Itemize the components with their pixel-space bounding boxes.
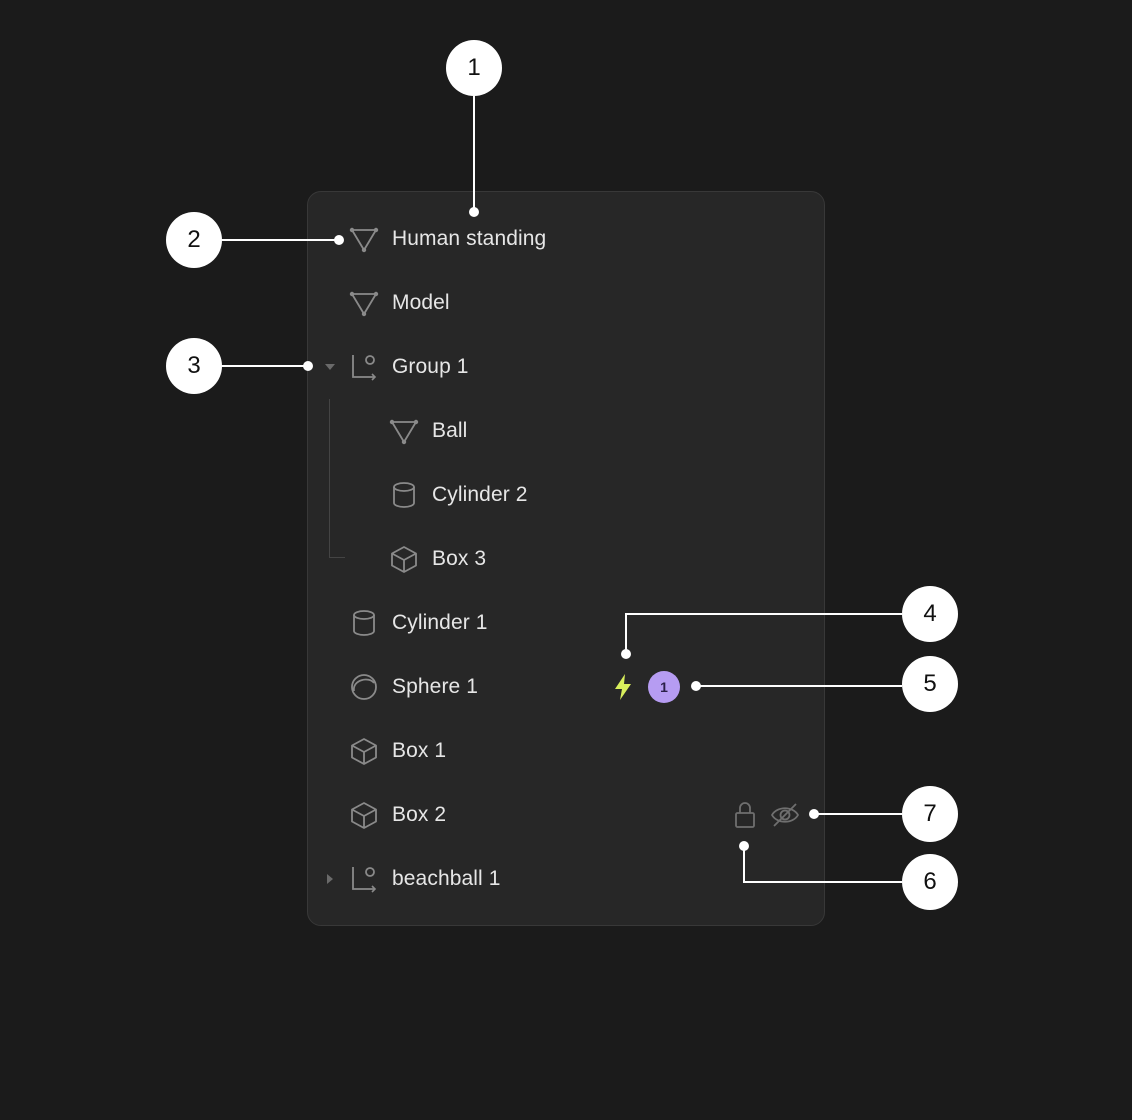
tree-item-label: Box 3 (432, 547, 487, 570)
eye-off-icon[interactable] (768, 799, 802, 831)
cylinder-icon (388, 479, 420, 511)
callout-marker: 1 (446, 40, 502, 96)
tree-item-label: Human standing (392, 227, 547, 250)
tree-item-cylinder-2[interactable]: Cylinder 2 (308, 463, 824, 527)
mesh-icon (388, 415, 420, 447)
tree-item-box-2[interactable]: Box 2 (308, 783, 824, 847)
count-badge[interactable]: 1 (648, 671, 680, 703)
mesh-icon (348, 287, 380, 319)
cylinder-icon (348, 607, 380, 639)
lock-icon[interactable] (732, 799, 758, 831)
tree-item-cylinder-1[interactable]: Cylinder 1 (308, 591, 824, 655)
tree-item-box-3[interactable]: Box 3 (308, 527, 824, 591)
cube-icon (348, 735, 380, 767)
callout-marker: 7 (902, 786, 958, 842)
tree-item-beachball-1[interactable]: beachball 1 (308, 847, 824, 911)
cube-icon (348, 799, 380, 831)
caret-right-icon[interactable] (324, 873, 336, 885)
tree-item-label: Cylinder 2 (432, 483, 528, 506)
caret-down-icon[interactable] (324, 361, 336, 373)
tree-item-label: beachball 1 (392, 867, 501, 890)
callout-marker: 6 (902, 854, 958, 910)
group-tree-line (329, 399, 345, 558)
callout-marker: 2 (166, 212, 222, 268)
callout-marker: 4 (902, 586, 958, 642)
lightning-icon[interactable] (610, 671, 636, 703)
tree-item-group-1[interactable]: Group 1 (308, 335, 824, 399)
tree-item-label: Model (392, 291, 450, 314)
tree-item-label: Sphere 1 (392, 675, 479, 698)
group-icon (348, 863, 380, 895)
tree-item-model[interactable]: Model (308, 271, 824, 335)
mesh-icon (348, 223, 380, 255)
callout-marker: 5 (902, 656, 958, 712)
tree-item-ball[interactable]: Ball (308, 399, 824, 463)
cube-icon (388, 543, 420, 575)
tree-item-label: Cylinder 1 (392, 611, 488, 634)
group-icon (348, 351, 380, 383)
tree-item-label: Box 1 (392, 739, 447, 762)
tree-item-sphere-1[interactable]: Sphere 1 1 (308, 655, 824, 719)
scene-hierarchy-panel: Human standing Model Group 1 Ball Cylind… (307, 191, 825, 926)
tree-item-box-1[interactable]: Box 1 (308, 719, 824, 783)
tree-item-label: Ball (432, 419, 468, 442)
sphere-icon (348, 671, 380, 703)
tree-item-label: Box 2 (392, 803, 447, 826)
callout-marker: 3 (166, 338, 222, 394)
tree-item-label: Group 1 (392, 355, 469, 378)
tree-item-human-standing[interactable]: Human standing (308, 207, 824, 271)
